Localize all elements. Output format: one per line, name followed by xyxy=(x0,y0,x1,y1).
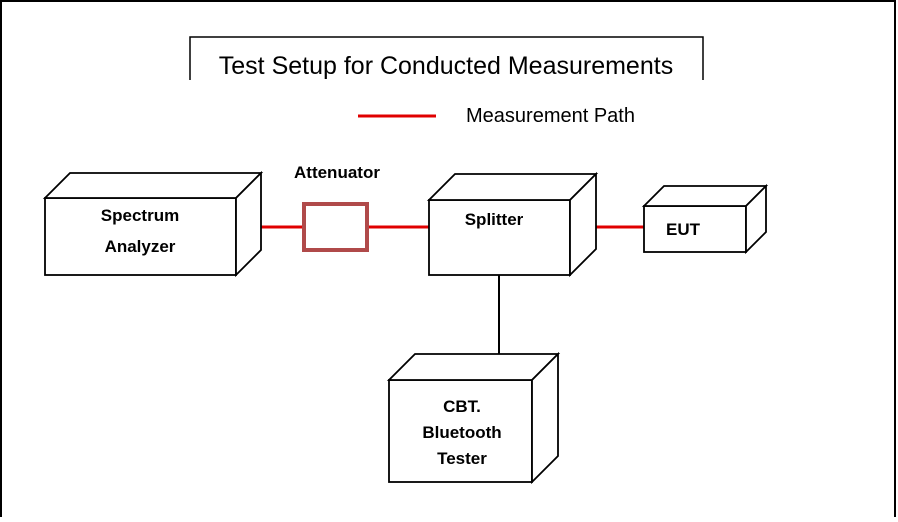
spectrum-analyzer-label-line2: Analyzer xyxy=(105,237,176,256)
splitter-block: Splitter xyxy=(426,171,599,278)
cbt-label-line1: CBT. xyxy=(443,397,481,416)
cbt-tester-block: CBT. Bluetooth Tester xyxy=(386,351,561,485)
attenuator-box xyxy=(302,202,369,252)
cbt-label-line3: Tester xyxy=(437,449,487,468)
legend: Measurement Path xyxy=(358,105,635,127)
eut-block: EUT xyxy=(641,183,769,255)
cbt-label-line2: Bluetooth xyxy=(422,423,501,442)
eut-label: EUT xyxy=(666,220,701,239)
attenuator-block: Attenuator xyxy=(294,163,380,252)
diagram-title: Test Setup for Conducted Measurements xyxy=(219,52,673,80)
legend-label: Measurement Path xyxy=(466,105,635,127)
title-box: Test Setup for Conducted Measurements xyxy=(189,36,704,80)
attenuator-label: Attenuator xyxy=(294,163,380,182)
spectrum-analyzer-block: Spectrum Analyzer xyxy=(42,170,264,278)
spectrum-analyzer-label-line1: Spectrum xyxy=(101,206,179,225)
splitter-label: Splitter xyxy=(465,210,524,229)
